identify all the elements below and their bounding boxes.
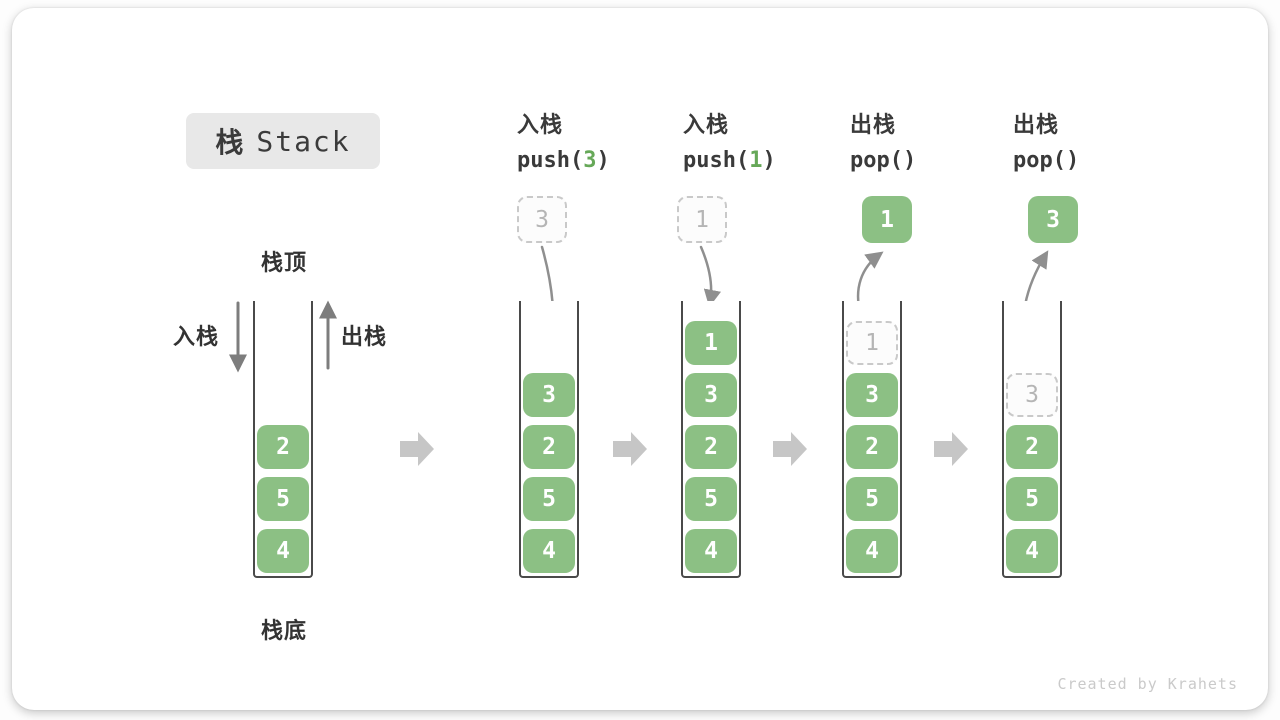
stack-block: 3 — [523, 373, 575, 417]
op-label-push-3: 入栈 push(3) — [517, 107, 610, 173]
stack-block: 5 — [257, 477, 309, 521]
stack-block: 2 — [523, 425, 575, 469]
op-code: push(3) — [517, 148, 610, 173]
stack-block: 2 — [1006, 425, 1058, 469]
stack-top-label: 栈顶 — [260, 250, 308, 275]
op-code-close: ) — [1065, 148, 1080, 173]
stack-block: 2 — [846, 425, 898, 469]
stack-block: 4 — [257, 529, 309, 573]
op-code-close: ) — [762, 148, 776, 173]
floating-value: 3 — [1028, 196, 1078, 243]
op-name: 出栈 — [1013, 112, 1060, 137]
title-en-label: Stack — [256, 124, 351, 158]
floating-value: 3 — [517, 196, 567, 243]
stack-block: 3 — [846, 373, 898, 417]
title-badge: 栈 Stack — [186, 113, 380, 169]
op-name: 出栈 — [850, 112, 897, 137]
stack-block: 5 — [523, 477, 575, 521]
op-code: push(1) — [683, 148, 776, 173]
op-code-arg: 3 — [583, 148, 597, 173]
stack-block: 3 — [1006, 373, 1058, 417]
stack-bottom-label: 栈底 — [260, 618, 308, 643]
credit-text: Created by Krahets — [1057, 675, 1238, 693]
op-code-arg: 1 — [749, 148, 763, 173]
op-label-push-1: 入栈 push(1) — [683, 107, 776, 173]
stack-block: 1 — [846, 321, 898, 365]
op-code-fn: pop( — [850, 148, 903, 173]
stack-block: 4 — [685, 529, 737, 573]
op-label-pop-3: 出栈 pop() — [1013, 107, 1079, 173]
stack-block: 4 — [1006, 529, 1058, 573]
op-code-close: ) — [596, 148, 610, 173]
op-code-fn: pop( — [1013, 148, 1066, 173]
op-code: pop() — [1013, 148, 1079, 173]
title-zh-label: 栈 — [215, 127, 244, 158]
op-label-pop-1: 出栈 pop() — [850, 107, 916, 173]
push-label: 入栈 — [173, 324, 220, 349]
op-name: 入栈 — [683, 112, 730, 137]
op-code-fn: push( — [517, 148, 584, 173]
op-code-close: ) — [902, 148, 917, 173]
op-code-fn: push( — [683, 148, 750, 173]
stack-block: 1 — [685, 321, 737, 365]
stack-block: 4 — [846, 529, 898, 573]
stack-block: 3 — [685, 373, 737, 417]
stack-block: 2 — [257, 425, 309, 469]
stack-block: 5 — [685, 477, 737, 521]
stack-block: 5 — [846, 477, 898, 521]
floating-value: 1 — [862, 196, 912, 243]
floating-value: 1 — [677, 196, 727, 243]
op-code: pop() — [850, 148, 916, 173]
stack-block: 2 — [685, 425, 737, 469]
stack-block: 4 — [523, 529, 575, 573]
stack-block: 5 — [1006, 477, 1058, 521]
pop-label: 出栈 — [341, 324, 388, 349]
op-name: 入栈 — [517, 112, 564, 137]
